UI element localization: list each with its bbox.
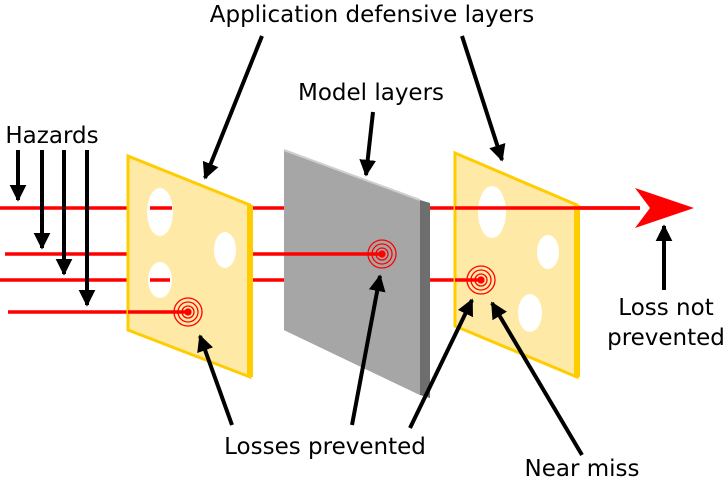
loss-not-prevented-label-line1: Loss not (618, 295, 713, 321)
losses-prevented-arrow-3 (408, 298, 474, 429)
loss-not-prevented-label-line2: prevented (607, 325, 725, 351)
cheese-hole (147, 188, 173, 236)
hazards-label: Hazards (5, 123, 98, 149)
stop-ring-3 (466, 265, 496, 295)
app-layer-arrow-right (460, 35, 506, 162)
pointer-arrows (9, 35, 673, 457)
app-layer-arrow-left (202, 35, 264, 180)
application-layers-label: Application defensive layers (210, 2, 535, 28)
cheese-slice-1 (126, 153, 253, 380)
loss-arrowhead (635, 188, 694, 228)
near-miss-label: Near miss (525, 456, 640, 482)
losses-prevented-arrow-1 (197, 334, 234, 426)
cheese-hole (478, 186, 506, 238)
model-layer-slice (283, 149, 430, 398)
cheese-hole (518, 294, 542, 332)
losses-prevented-label: Losses prevented (224, 434, 426, 460)
stop-ring-2 (367, 239, 397, 269)
model-layer-arrow (359, 111, 377, 177)
near-miss-arrow (490, 301, 584, 457)
stop-ring-1 (173, 297, 203, 327)
cheese-hole (537, 235, 559, 269)
cheese-hole (214, 232, 236, 268)
losses-prevented-arrow-2 (350, 274, 386, 426)
model-layers-label: Model layers (298, 80, 444, 106)
